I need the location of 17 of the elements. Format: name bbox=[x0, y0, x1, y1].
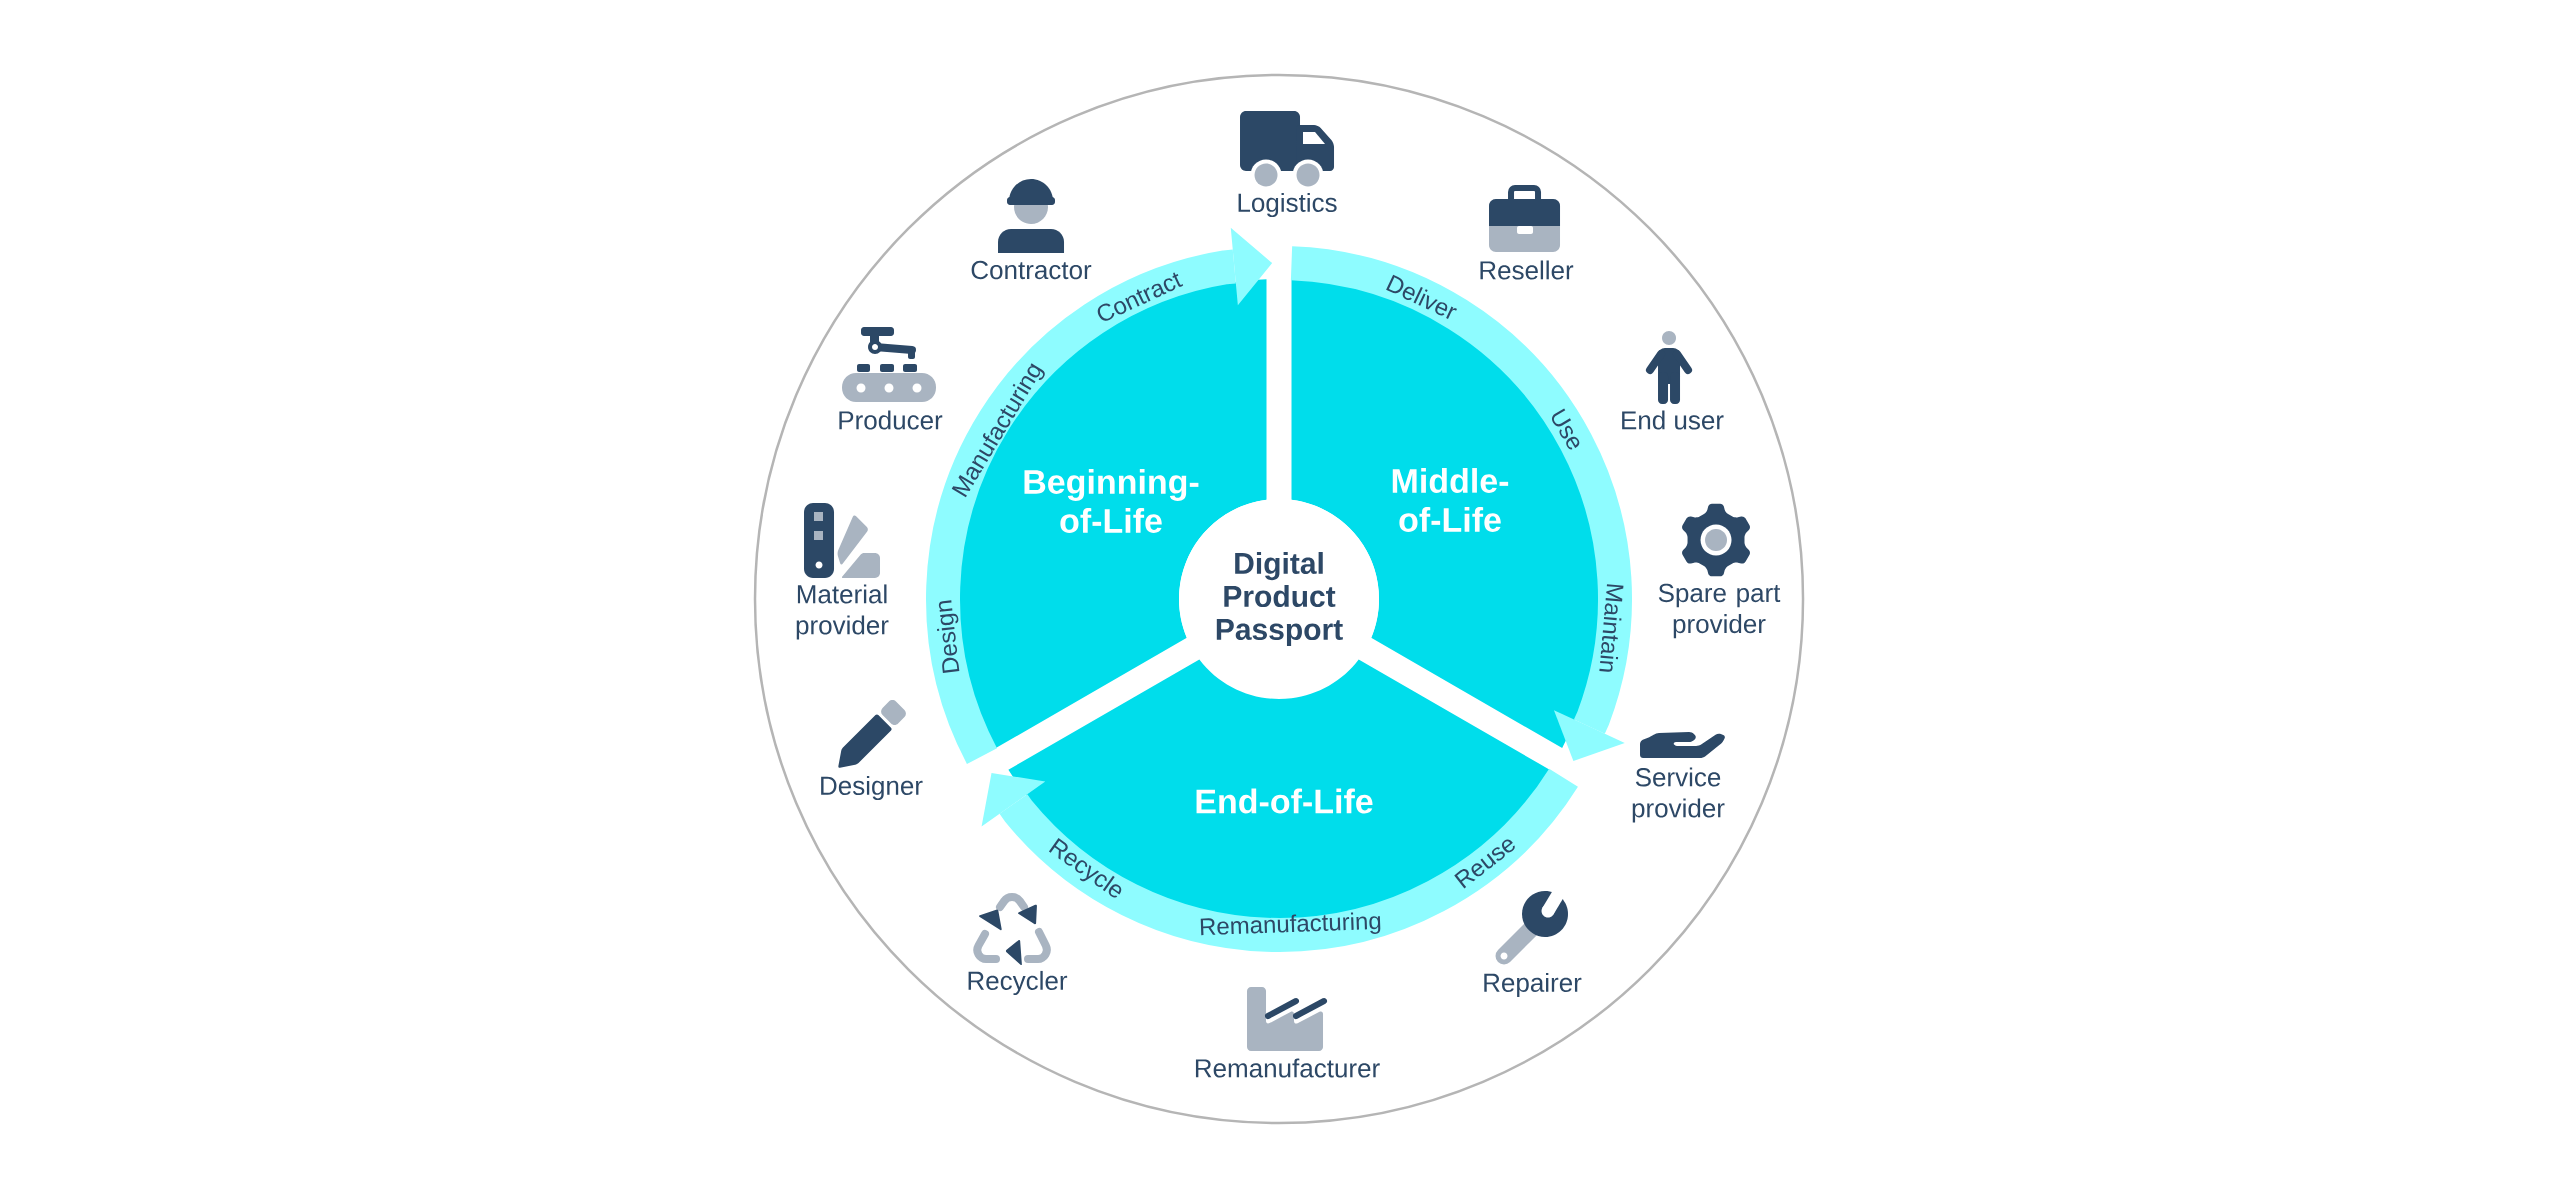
role-label: Service provider bbox=[1632, 767, 1725, 823]
role-label: Repairer bbox=[1484, 972, 1582, 998]
cycle-arrow bbox=[981, 768, 1578, 952]
arrow-label: Maintain bbox=[1599, 584, 1624, 672]
node-label: Middle-of-Life bbox=[1392, 468, 1509, 532]
role-label: Recycler bbox=[968, 970, 1068, 996]
role-label: Reseller bbox=[1480, 260, 1574, 280]
role-label: Logistics bbox=[1238, 192, 1337, 218]
role-label: Spare part provider bbox=[1658, 583, 1781, 639]
role-label: Designer bbox=[821, 775, 923, 801]
cycle-arrow bbox=[1290, 246, 1632, 761]
cycle-arrow bbox=[926, 227, 1273, 764]
role-label: Material provider bbox=[796, 584, 889, 640]
role-label: Contractor bbox=[971, 260, 1092, 280]
arrow-label: Design bbox=[937, 600, 960, 673]
role-label: Remanufacturer bbox=[1195, 1058, 1380, 1078]
node-label: End-of-Life bbox=[1196, 788, 1373, 814]
